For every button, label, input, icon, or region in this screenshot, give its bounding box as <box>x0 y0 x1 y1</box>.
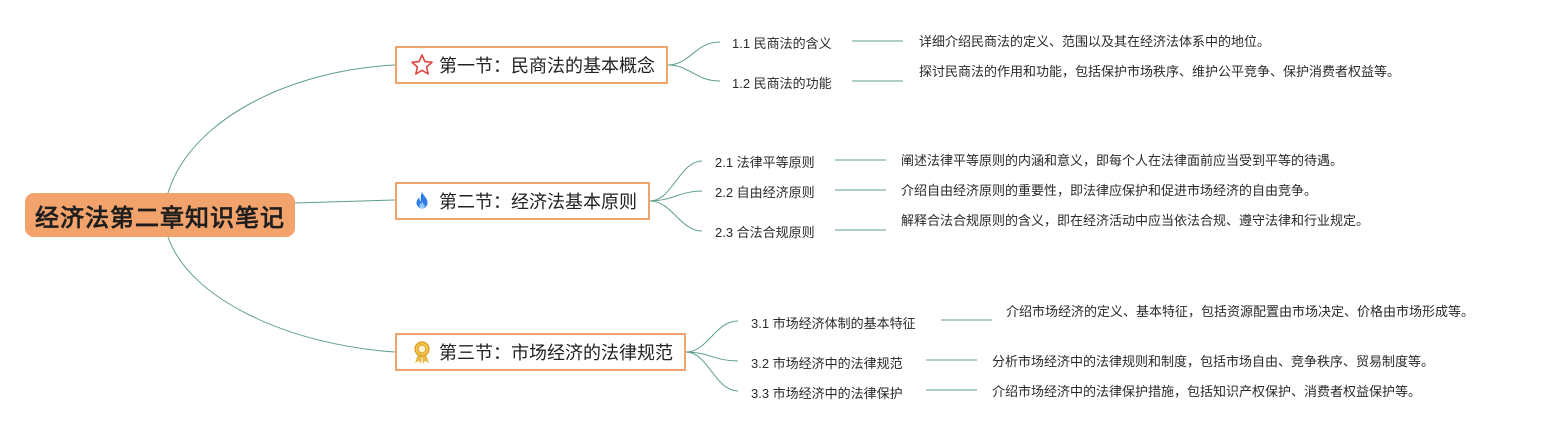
sub-item-desc-2-3: 解释合法合规原则的含义，即在经济活动中应当依法合规、遵守法律和行业规定。 <box>901 213 1370 228</box>
sub-item-2-3[interactable]: 2.3 合法合规原则 <box>715 225 815 240</box>
sub-item-3-2[interactable]: 3.2 市场经济中的法律规范 <box>751 356 903 371</box>
connector-s2-item-1 <box>649 160 703 202</box>
section-node-2[interactable]: 第二节：经济法基本原则 <box>395 182 650 220</box>
connector-s3-item-3 <box>685 351 739 392</box>
sub-item-2-1[interactable]: 2.1 法律平等原则 <box>715 155 815 170</box>
sub-item-desc-3-3: 介绍市场经济中的法律保护措施，包括知识产权保护、消费者权益保护等。 <box>992 384 1422 399</box>
connector-s1-item-2 <box>667 64 721 82</box>
sub-item-3-3[interactable]: 3.3 市场经济中的法律保护 <box>751 386 903 401</box>
fire-icon <box>409 188 435 214</box>
sub-item-desc-1-1: 详细介绍民商法的定义、范围以及其在经济法体系中的地位。 <box>919 34 1271 49</box>
sub-item-1-2[interactable]: 1.2 民商法的功能 <box>732 76 832 91</box>
connector-s1-item-1 <box>667 41 721 66</box>
section-title: 第二节：经济法基本原则 <box>439 192 637 212</box>
sub-item-3-1[interactable]: 3.1 市场经济体制的基本特征 <box>751 316 916 331</box>
section-title: 第一节：民商法的基本概念 <box>439 56 655 76</box>
root-node[interactable]: 经济法第二章知识笔记 <box>25 193 295 237</box>
root-title: 经济法第二章知识笔记 <box>35 204 285 232</box>
connector-root-section-3 <box>167 236 396 353</box>
section-title: 第三节：市场经济的法律规范 <box>439 343 673 363</box>
sub-item-1-1[interactable]: 1.1 民商法的含义 <box>732 36 832 51</box>
connector-s2-item-3 <box>649 200 703 232</box>
sub-item-desc-3-2: 分析市场经济中的法律规则和制度，包括市场自由、竞争秩序、贸易制度等。 <box>992 354 1435 369</box>
award-ribbon-icon <box>409 339 435 365</box>
star-icon <box>409 52 435 78</box>
section-node-3[interactable]: 第三节：市场经济的法律规范 <box>395 333 686 371</box>
sub-item-desc-1-2: 探讨民商法的作用和功能，包括保护市场秩序、维护公平竞争、保护消费者权益等。 <box>919 64 1401 79</box>
connector-s3-item-1 <box>685 320 739 353</box>
connector-s2-item-2 <box>649 190 703 202</box>
connector-root-section-2 <box>294 199 396 204</box>
sub-item-2-2[interactable]: 2.2 自由经济原则 <box>715 185 815 200</box>
sub-item-desc-2-2: 介绍自由经济原则的重要性，即法律应保护和促进市场经济的自由竞争。 <box>901 183 1318 198</box>
sub-item-desc-2-1: 阐述法律平等原则的内涵和意义，即每个人在法律面前应当受到平等的待遇。 <box>901 153 1344 168</box>
section-node-1[interactable]: 第一节：民商法的基本概念 <box>395 46 668 84</box>
connector-root-section-1 <box>167 64 396 194</box>
sub-item-desc-3-1: 介绍市场经济的定义、基本特征，包括资源配置由市场决定、价格由市场形成等。 <box>1006 304 1475 319</box>
